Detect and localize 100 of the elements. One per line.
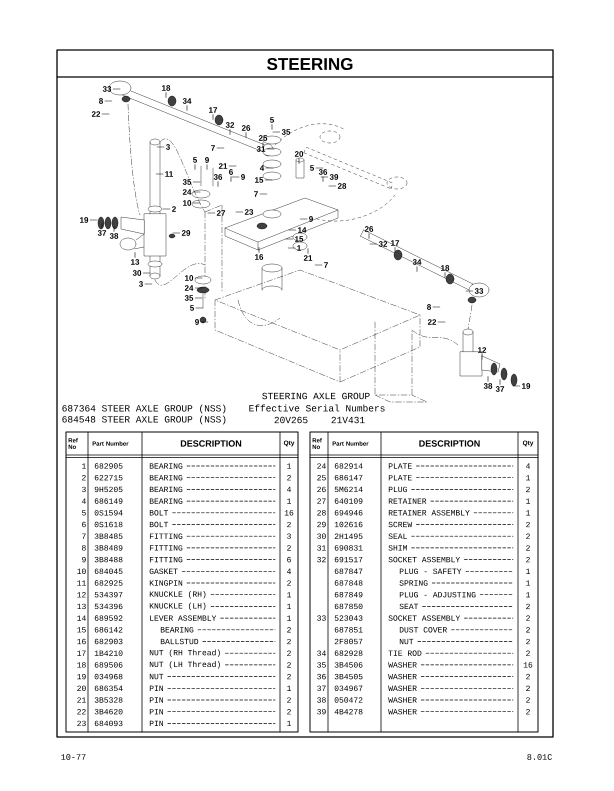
part-number: 523043: [334, 615, 362, 621]
part-number: 686149: [94, 498, 122, 504]
description-text: BALLSTUD: [160, 638, 276, 644]
quantity: 2: [526, 486, 530, 492]
ref-number: 24: [317, 463, 326, 469]
quantity: 2: [526, 697, 530, 703]
callout-number: 23: [244, 209, 254, 215]
quantity: 2: [526, 534, 530, 539]
description-text: BEARING: [150, 475, 276, 480]
callout-number: 35: [184, 295, 194, 301]
callout-number: 4: [260, 165, 264, 171]
description-text: BEARING: [150, 486, 276, 492]
callout-number: 9: [205, 157, 209, 163]
callout-number: 19: [80, 217, 88, 223]
ref-number: 31: [317, 545, 326, 551]
quantity: 1: [526, 498, 530, 504]
part-number: 4B4278: [334, 709, 362, 714]
callout-number: 19: [522, 383, 530, 389]
part-number: 534396: [94, 604, 122, 610]
description-text: GASKET: [150, 568, 276, 574]
quantity: 2: [526, 556, 530, 562]
quantity: 2: [287, 475, 291, 480]
ref-number: 19: [77, 674, 86, 680]
callout-number: 8: [427, 304, 431, 310]
callout-number: 15: [295, 236, 304, 242]
callout-number: 6: [229, 169, 233, 175]
header-text: STEERING AXLE GROUP: [262, 392, 370, 400]
quantity: 2: [287, 545, 291, 551]
part-number: 687849: [334, 592, 362, 598]
part-number: 034968: [94, 674, 122, 680]
callout-number: 17: [391, 240, 400, 246]
quantity: 2: [526, 604, 530, 610]
description-text: BOLT: [150, 510, 276, 516]
ref-number: 6: [82, 522, 86, 528]
quantity: 2: [526, 522, 530, 528]
ref-number: 26: [317, 486, 326, 492]
callout-number: 34: [182, 98, 192, 104]
ref-number: 38: [317, 697, 326, 703]
quantity: 2: [526, 650, 530, 656]
header-text: 21V431: [332, 416, 365, 424]
quantity: 2: [526, 686, 530, 691]
part-number: 684045: [94, 568, 122, 574]
quantity: 2: [526, 638, 530, 644]
quantity: 2: [287, 662, 291, 668]
ref-number: 23: [77, 720, 86, 726]
quantity: 1: [287, 592, 291, 598]
callout-number: 27: [216, 210, 226, 216]
callout-number: 31: [256, 146, 266, 152]
part-number: 686142: [94, 627, 122, 633]
quantity: 2: [287, 697, 291, 703]
callout-number: 21: [304, 255, 312, 261]
callout-number: 35: [282, 129, 290, 135]
quantity: 1: [526, 475, 530, 480]
description-text: SOCKET ASSEMBLY: [388, 556, 514, 562]
part-number: 534397: [94, 592, 122, 598]
description-text: PIN: [150, 686, 276, 691]
ref-number: 10: [77, 568, 86, 574]
part-number: 3B5328: [94, 697, 122, 703]
callout-number: 10: [185, 275, 194, 281]
callout-number: 3: [138, 281, 143, 287]
description-text: BEARING: [150, 498, 276, 504]
quantity: 1: [526, 580, 530, 586]
callout-number: 5: [270, 117, 274, 123]
quantity: 2: [526, 545, 530, 551]
description-text: FITTING: [150, 545, 276, 551]
callout-number: 22: [428, 319, 436, 325]
part-number: 1B4210: [94, 650, 123, 656]
quantity: 1: [526, 510, 530, 516]
ref-number: 21: [77, 697, 86, 703]
description-text: SEAT: [400, 604, 514, 610]
quantity: 16: [524, 662, 532, 668]
description-text: RETAINER ASSEMBLY: [388, 510, 514, 516]
callout-number: 14: [298, 227, 306, 233]
quantity: 1: [287, 686, 291, 691]
description-text: WASHER: [388, 686, 514, 692]
header-text: 20V265: [274, 416, 308, 424]
part-number: 682905: [94, 463, 122, 469]
description-text: PLUG - ADJUSTING: [400, 592, 514, 598]
callout-number: 32: [226, 122, 234, 128]
part-number: 3B4505: [334, 674, 362, 680]
callout-number: 38: [484, 383, 492, 389]
ref-number: 7: [82, 534, 86, 539]
part-number: 691517: [334, 556, 362, 562]
quantity: 4: [287, 568, 291, 574]
column-header: DESCRIPTION: [180, 440, 242, 447]
callout-number: 11: [165, 171, 173, 177]
callout-number: 26: [242, 125, 250, 131]
part-number: 3B4506: [334, 662, 362, 668]
ref-number: 33: [317, 615, 326, 621]
callout-number: 24: [182, 189, 192, 195]
description-text: BEARING: [160, 627, 276, 633]
callout-number: 21: [218, 163, 228, 169]
callout-number: 15: [255, 177, 264, 183]
description-text: LEVER ASSEMBLY: [150, 615, 276, 621]
quantity: 2: [287, 522, 291, 528]
callout-number: 7: [254, 191, 258, 197]
callout-number: 33: [474, 288, 484, 294]
callout-number: 17: [209, 107, 218, 113]
callout-number: 16: [255, 254, 264, 260]
part-number: 2F8057: [334, 638, 362, 644]
